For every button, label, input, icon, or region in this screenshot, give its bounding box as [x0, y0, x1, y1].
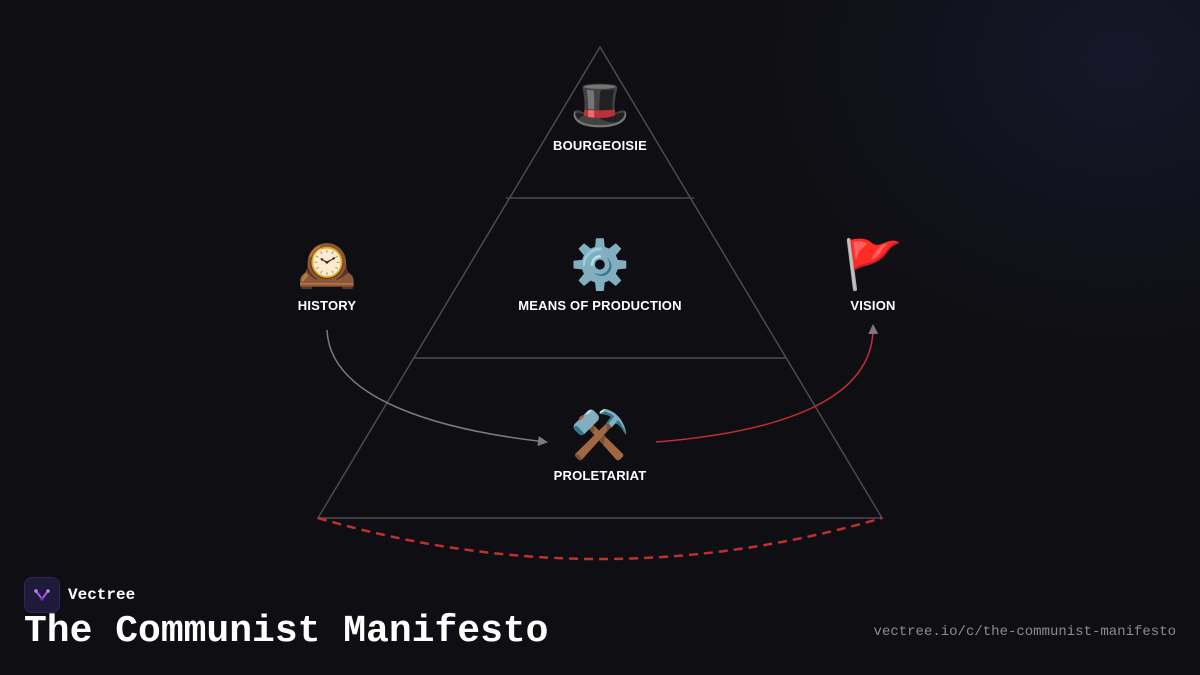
pyramid-outline — [316, 45, 884, 519]
node-vision: 🚩 VISION — [753, 238, 993, 313]
proletariat-to-vision-arrow — [655, 324, 879, 443]
brand[interactable]: Vectree — [24, 577, 135, 613]
page-title: The Communist Manifesto — [24, 610, 549, 653]
proletariat-label: PROLETARIAT — [553, 468, 647, 483]
gear-icon: ⚙️ — [570, 239, 630, 292]
mantelpiece-clock-icon: 🕰️ — [297, 239, 357, 292]
means-of-production-label: MEANS OF PRODUCTION — [518, 298, 682, 313]
vectree-logo-icon — [24, 577, 60, 613]
node-bourgeoisie: 🎩 BOURGEOISIE — [480, 78, 720, 153]
history-to-proletariat-arrow — [326, 329, 548, 447]
history-label: HISTORY — [297, 298, 357, 313]
vision-label: VISION — [850, 298, 896, 313]
brand-name: Vectree — [68, 586, 136, 604]
hammer-and-pick-icon: ⚒️ — [570, 409, 630, 462]
node-proletariat: ⚒️ PROLETARIAT — [480, 408, 720, 483]
base-dashed-arc — [317, 516, 883, 561]
top-hat-icon: 🎩 — [570, 79, 630, 132]
node-history: 🕰️ HISTORY — [207, 238, 447, 313]
source-url[interactable]: vectree.io/c/the-communist-manifesto — [873, 624, 1176, 640]
bourgeoisie-label: BOURGEOISIE — [553, 138, 647, 153]
red-flag-icon: 🚩 — [843, 239, 903, 292]
node-means-of-production: ⚙️ MEANS OF PRODUCTION — [480, 238, 720, 313]
